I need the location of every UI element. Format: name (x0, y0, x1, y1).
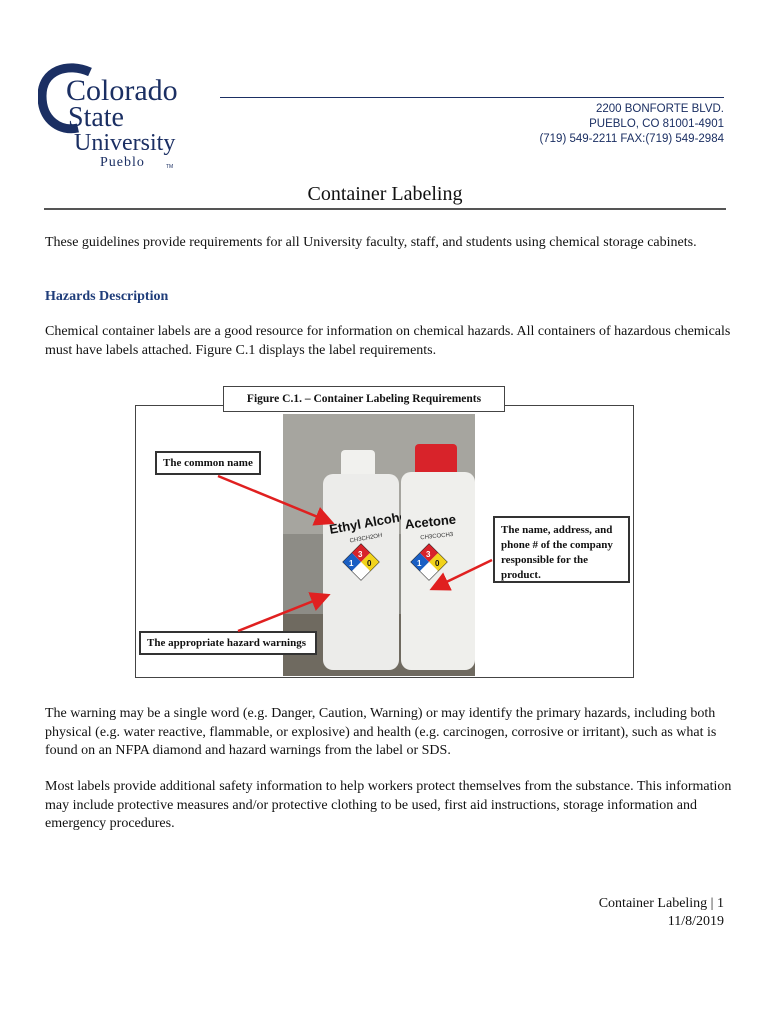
csu-pueblo-logo: Colorado State University Pueblo TM (38, 63, 178, 170)
paragraph-2: The warning may be a single word (e.g. D… (45, 706, 717, 759)
right-bottle-formula: CH3COCH3 (420, 532, 454, 541)
right-nfpa-health: 1 (417, 559, 422, 568)
right-bottle-cap (415, 444, 457, 476)
left-nfpa-instability: 0 (367, 559, 372, 568)
page-title: Container Labeling (307, 183, 463, 205)
title-rule (44, 208, 726, 210)
address-block: 2200 BONFORTE BLVD. PUEBLO, CO 81001-490… (539, 102, 724, 147)
left-nfpa-diamond: 3 1 0 (342, 543, 380, 581)
callout-company-info: The name, address, and phone # of the co… (493, 516, 630, 583)
figure-caption: Figure C.1. – Container Labeling Require… (223, 386, 505, 412)
logo-large-c (38, 63, 92, 134)
callout-hazard-warnings: The appropriate hazard warnings (139, 631, 317, 655)
left-nfpa-flammability: 3 (358, 550, 363, 559)
footer-page-label: Container Labeling | 1 (598, 896, 724, 911)
page-footer: Container Labeling | 1 11/8/2019 (599, 895, 724, 931)
left-bottle-formula: CH3CH2OH (349, 533, 383, 545)
logo-trademark: TM (166, 164, 173, 170)
intro-paragraph: These guidelines provide requirements fo… (45, 235, 697, 250)
footer-date: 11/8/2019 (667, 914, 724, 929)
logo-word-university: University (74, 130, 175, 156)
address-street: 2200 BONFORTE BLVD. (595, 103, 724, 115)
header-rule (220, 97, 724, 98)
right-nfpa-flammability: 3 (426, 550, 431, 559)
logo-word-state: State (68, 102, 124, 133)
left-bottle-cap (341, 450, 375, 480)
right-nfpa-instability: 0 (435, 559, 440, 568)
address-phone-fax: (719) 549-2211 FAX:(719) 549-2984 (539, 133, 724, 145)
left-nfpa-health: 1 (349, 559, 354, 568)
logo-word-pueblo: Pueblo (100, 155, 145, 170)
chemical-bottles-photo: Ethyl Alcohol CH3CH2OH 3 1 0 Acetone CH3… (283, 414, 475, 676)
paragraph-1: Chemical container labels are a good res… (45, 324, 731, 358)
right-bottle-label: Acetone (404, 512, 457, 532)
logo-word-colorado: Colorado (66, 74, 178, 107)
address-city: PUEBLO, CO 81001-4901 (589, 118, 724, 130)
section-heading: Hazards Description (45, 289, 169, 304)
callout-common-name: The common name (155, 451, 261, 475)
paragraph-3: Most labels provide additional safety in… (45, 779, 732, 832)
